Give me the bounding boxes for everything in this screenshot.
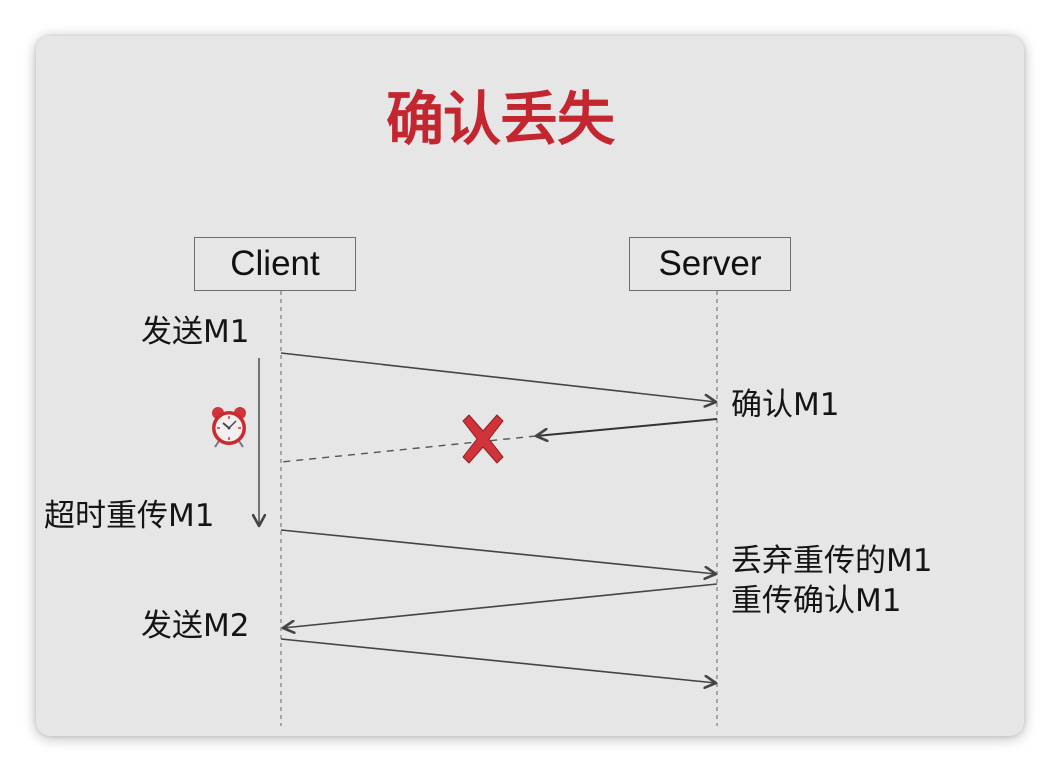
label-send-m2: 发送M2: [141, 608, 250, 644]
slide-title: 确认丢失: [385, 85, 615, 153]
message-resend-ack: [283, 583, 718, 628]
slide-card: [36, 36, 1024, 736]
lost-cross-icon: [462, 414, 504, 464]
label-timeout-resend: 超时重传M1: [44, 498, 215, 534]
message-resend-m1: [280, 529, 716, 574]
message-ack-m1: [536, 418, 718, 436]
label-resend-ack: 重传确认M1: [731, 583, 902, 619]
actor-server: Server: [629, 237, 791, 291]
label-ack-m1: 确认M1: [731, 387, 840, 423]
label-send-m1: 发送M1: [141, 314, 250, 350]
label-discard-resent: 丢弃重传的M1: [731, 543, 933, 579]
alarm-clock-icon: [212, 407, 246, 448]
message-ack-lost: [280, 435, 537, 463]
message-send-m1: [280, 352, 716, 402]
actor-client: Client: [194, 237, 356, 291]
message-send-m2: [280, 638, 716, 683]
